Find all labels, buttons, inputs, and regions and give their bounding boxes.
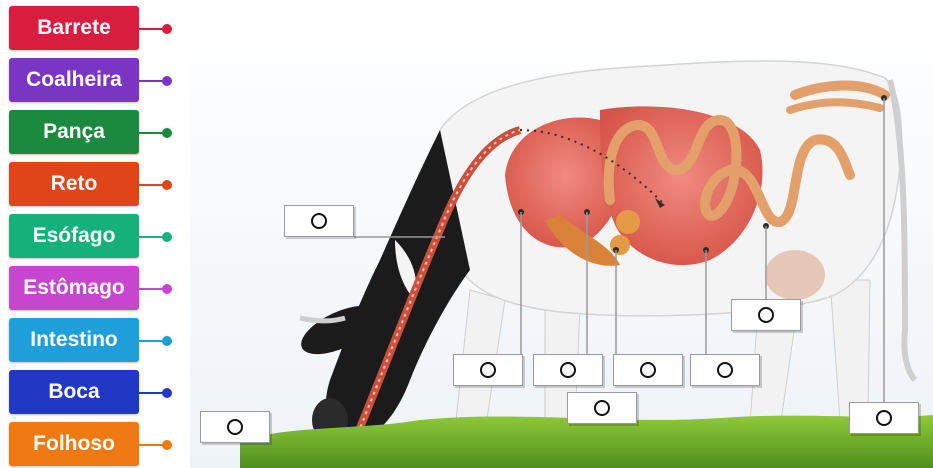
circle-icon: [758, 307, 774, 323]
label-text: Estômago: [23, 276, 125, 300]
label-panca[interactable]: Pança: [9, 110, 139, 154]
circle-icon: [560, 362, 576, 378]
connector-dot: [162, 180, 172, 190]
label-text: Reto: [51, 172, 98, 196]
label-coalheira[interactable]: Coalheira: [9, 58, 139, 102]
drop-target[interactable]: [200, 411, 270, 443]
label-text: Folhoso: [33, 432, 115, 456]
label-text: Coalheira: [26, 68, 122, 92]
drop-target[interactable]: [731, 299, 801, 331]
connector-dot: [162, 24, 172, 34]
drop-target[interactable]: [533, 354, 603, 386]
circle-icon: [640, 362, 656, 378]
label-boca[interactable]: Boca: [9, 370, 139, 414]
label-text: Intestino: [30, 328, 118, 352]
connector-dot: [162, 440, 172, 450]
circle-icon: [594, 400, 610, 416]
connector-dot: [162, 336, 172, 346]
label-esofago[interactable]: Esófago: [9, 214, 139, 258]
drop-target[interactable]: [453, 354, 523, 386]
label-reto[interactable]: Reto: [9, 162, 139, 206]
drop-target[interactable]: [613, 354, 683, 386]
connector-dot: [162, 284, 172, 294]
drop-target[interactable]: [567, 392, 637, 424]
connector-dot: [162, 232, 172, 242]
label-text: Esófago: [33, 224, 116, 248]
label-text: Pança: [43, 120, 105, 144]
drop-target[interactable]: [284, 205, 354, 237]
connector-dot: [162, 128, 172, 138]
label-text: Barrete: [37, 16, 111, 40]
label-intestino[interactable]: Intestino: [9, 318, 139, 362]
label-estomago[interactable]: Estômago: [9, 266, 139, 310]
connector-dot: [162, 388, 172, 398]
connector-dot: [162, 76, 172, 86]
label-text: Boca: [48, 380, 99, 404]
circle-icon: [876, 410, 892, 426]
circle-icon: [717, 362, 733, 378]
drop-target[interactable]: [849, 402, 919, 434]
label-barrete[interactable]: Barrete: [9, 6, 139, 50]
drop-target[interactable]: [690, 354, 760, 386]
circle-icon: [227, 419, 243, 435]
circle-icon: [480, 362, 496, 378]
label-folhoso[interactable]: Folhoso: [9, 422, 139, 466]
circle-icon: [311, 213, 327, 229]
